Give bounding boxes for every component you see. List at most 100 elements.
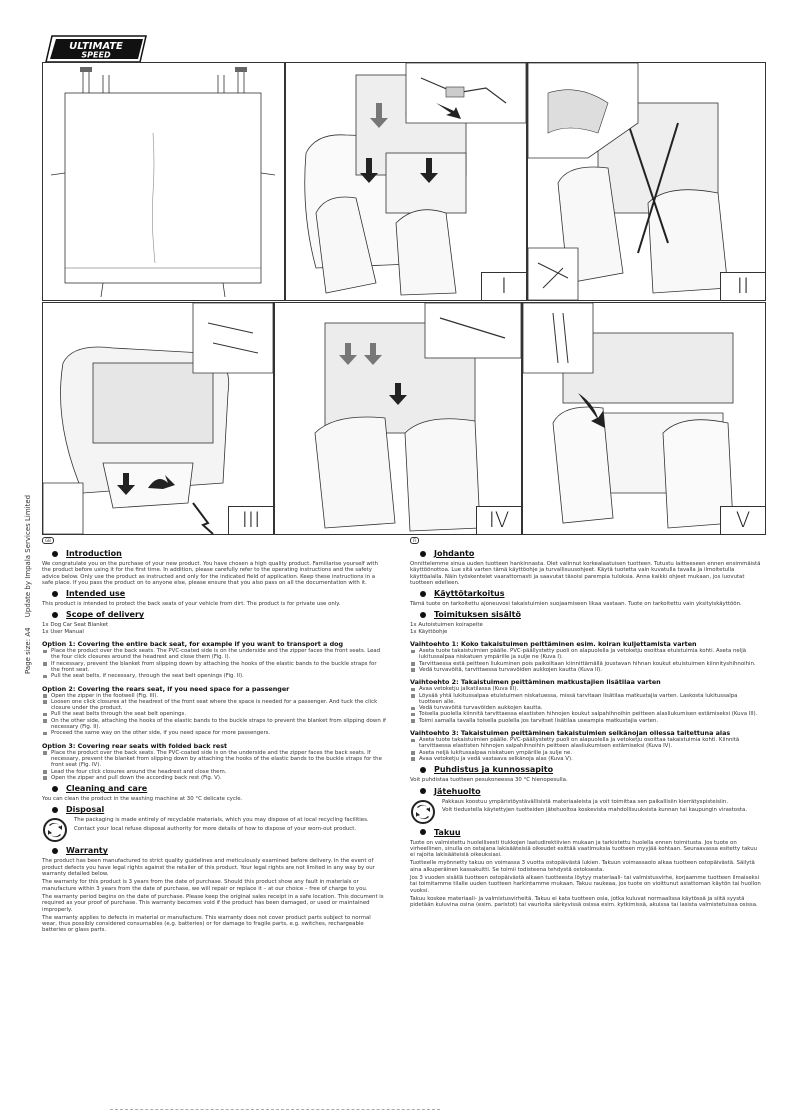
- bullet-icon: [420, 550, 426, 557]
- disposal-text-1: Pakkaus koostuu ympäristöystävällisistä …: [442, 798, 729, 805]
- figure-panel-2: II: [527, 62, 766, 301]
- panel-label-5: V: [720, 506, 765, 534]
- option3-heading: Vaihtoehto 3: Takaistuimen peittäminen t…: [410, 729, 731, 738]
- footer-divider: [110, 1109, 440, 1113]
- cleaning-text: You can clean the product in the washing…: [42, 796, 243, 803]
- heading-scope: Toimituksen sisältö: [410, 610, 762, 620]
- disposal-block: Pakkaus koostuu ympäristöystävällisistä …: [410, 798, 762, 825]
- column-finnish: FI Johdanto Onnittelemme sinua uuden tuo…: [410, 537, 762, 911]
- heading-warranty: Takuu: [410, 828, 762, 838]
- heading-cleaning: Puhdistus ja kunnossapito: [410, 765, 762, 775]
- bullet-icon: [52, 611, 58, 618]
- list-item: Avaa vetoketju jalkatilassa (Kuva III).: [410, 686, 762, 692]
- figure-blanket-flat: [42, 62, 285, 301]
- list-item: Proceed the same way on the other side, …: [42, 730, 387, 736]
- list-item: Aseta tuote takaistuimien päälle. PVC-pä…: [410, 737, 762, 750]
- list-item: Place the product over the back seats. T…: [42, 648, 387, 661]
- heading-intended-use: Käyttötarkoitus: [410, 589, 762, 599]
- recycling-icon: [42, 817, 68, 844]
- bullet-icon: [52, 550, 58, 557]
- panel-label-2: II: [720, 272, 765, 300]
- disposal-block: The packaging is made entirely of recycl…: [42, 817, 387, 844]
- list-item: Aseta tuote takaistuimien päälle. PVC-pä…: [410, 648, 762, 661]
- figure-panel-4: IV: [274, 302, 522, 535]
- logo-line1: ULTIMATE: [69, 41, 123, 52]
- list-item: Open the zipper in the footwell (Fig. II…: [42, 693, 387, 699]
- figure-panel-3: III: [42, 302, 274, 535]
- scope-item: 1x Dog Car Seat Blanket: [42, 622, 109, 629]
- heading-cleaning: Cleaning and care: [42, 784, 387, 794]
- bullet-icon: [52, 806, 58, 813]
- warranty-text: Takuu koskee materiaali- ja valmistusvir…: [410, 895, 758, 909]
- intro-text: We congratulate you on the purchase of y…: [42, 561, 378, 586]
- list-item: Toisella puolella kiinnitä tarvittaessa …: [410, 711, 762, 717]
- option3-heading: Option 3: Covering rear seats with folde…: [42, 741, 228, 750]
- list-item: Aseta neljä lukitussalpaa niskatuen ympä…: [410, 750, 762, 756]
- list-item: Pull the seat belts, if necessary, throu…: [42, 673, 387, 679]
- list-item: Löysää yhtä lukitussalpaa etuistuimen ni…: [410, 693, 762, 706]
- list-item: Open the zipper and pull down the accord…: [42, 775, 387, 781]
- lang-badge-fi: FI: [410, 537, 420, 544]
- panel-label-4: IV: [476, 506, 521, 534]
- bullet-icon: [420, 829, 426, 836]
- panel-label-1: I: [481, 272, 526, 300]
- option2-heading: Option 2: Covering the rears seat, if yo…: [42, 684, 290, 693]
- list-item: Avaa vetoketju ja vedä vastaava selkänoj…: [410, 756, 762, 762]
- list-item: If necessary, prevent the blanket from s…: [42, 661, 387, 674]
- page-size-text: Page size: A4: [24, 627, 32, 674]
- bullet-icon: [52, 847, 58, 854]
- bullet-icon: [52, 785, 58, 792]
- list-item: Vedä turvavöitä, tarvittaessa turvavöide…: [410, 667, 762, 673]
- heading-disposal: Disposal: [42, 805, 387, 815]
- warranty-text: The product has been manufactured to str…: [42, 858, 375, 878]
- list-item: Toimi samalla tavalla toisella puolella …: [410, 718, 762, 724]
- list-item: Pull the seat belts through the seat bel…: [42, 711, 387, 717]
- intended-use-text: Tämä tuote on tarkoitettu ajoneuvosi tak…: [410, 601, 742, 608]
- figure-panel-1: I: [285, 62, 527, 301]
- bullet-icon: [420, 766, 426, 773]
- scope-item: 1x Autoistuimen koirapeite: [410, 622, 483, 629]
- figure-panel-5: V: [522, 302, 766, 535]
- option1-heading: Option 1: Covering the entire back seat,…: [42, 640, 344, 649]
- update-text: Update by Impala Services Limited: [24, 494, 32, 618]
- heading-warranty: Warranty: [42, 846, 387, 856]
- bullet-icon: [52, 590, 58, 597]
- warranty-text: Tuotteelle myönnetty takuu on voimassa 3…: [410, 860, 755, 873]
- disposal-text-1: The packaging is made entirely of recycl…: [74, 817, 369, 824]
- list-item: Tarvittaessa estä peitteen liukuminen po…: [410, 661, 762, 667]
- column-english: GB Introduction We congratulate you on t…: [42, 537, 387, 936]
- intro-text: Onnittelemme sinua uuden tuotteen hankin…: [410, 561, 761, 586]
- side-margin-text: Page size: A4 Update by Impala Services …: [24, 495, 32, 674]
- scope-item: 1x Käyttöohje: [410, 628, 448, 635]
- intended-use-text: This product is intended to protect the …: [42, 601, 341, 608]
- list-item: Vedä turvavöitä turvavöiden aukkojen kau…: [410, 705, 762, 711]
- option2-heading: Vaihtoehto 2: Takaistuimen peittäminen m…: [410, 678, 661, 687]
- warranty-text: The warranty for this product is 3 years…: [42, 879, 368, 892]
- brand-logo: ULTIMATE SPEED: [44, 34, 148, 64]
- recycling-icon: [410, 798, 436, 825]
- warranty-text: The warranty applies to defects in mater…: [42, 914, 371, 934]
- logo-line2: SPEED: [81, 51, 111, 60]
- disposal-text-2: Contact your local refuse disposal autho…: [74, 825, 357, 832]
- list-item: On the other side, attaching the hooks o…: [42, 718, 387, 731]
- heading-introduction: Johdanto: [410, 549, 762, 559]
- list-item: Loosen one click closures at the headres…: [42, 699, 387, 712]
- warranty-text: Tuote on valmistettu huolellisesti tiukk…: [410, 839, 758, 859]
- bullet-icon: [420, 590, 426, 597]
- warranty-text: The warranty period begins on the date o…: [42, 893, 384, 913]
- heading-introduction: Introduction: [42, 549, 387, 559]
- bullet-icon: [420, 788, 426, 795]
- option1-heading: Vaihtoehto 1: Koko takaistuimen peittämi…: [410, 640, 697, 649]
- list-item: Place the product over the back seats. T…: [42, 750, 387, 769]
- bullet-icon: [420, 611, 426, 618]
- heading-disposal: Jätehuolto: [410, 787, 762, 797]
- heading-scope: Scope of delivery: [42, 610, 387, 620]
- lang-badge-en: GB: [42, 537, 54, 544]
- disposal-text-2: Voit tiedustella käytettyjen tuotteiden …: [442, 806, 748, 813]
- cleaning-text: Voit puhdistaa tuotteen pesukoneessa 30 …: [410, 777, 568, 784]
- warranty-text: Jos 3 vuoden sisällä tuotteen ostopäiväs…: [410, 875, 761, 894]
- scope-item: 1x User Manual: [42, 628, 84, 635]
- heading-intended-use: Intended use: [42, 589, 387, 599]
- panel-label-3: III: [228, 506, 273, 534]
- list-item: Lead the four click closures around the …: [42, 769, 387, 775]
